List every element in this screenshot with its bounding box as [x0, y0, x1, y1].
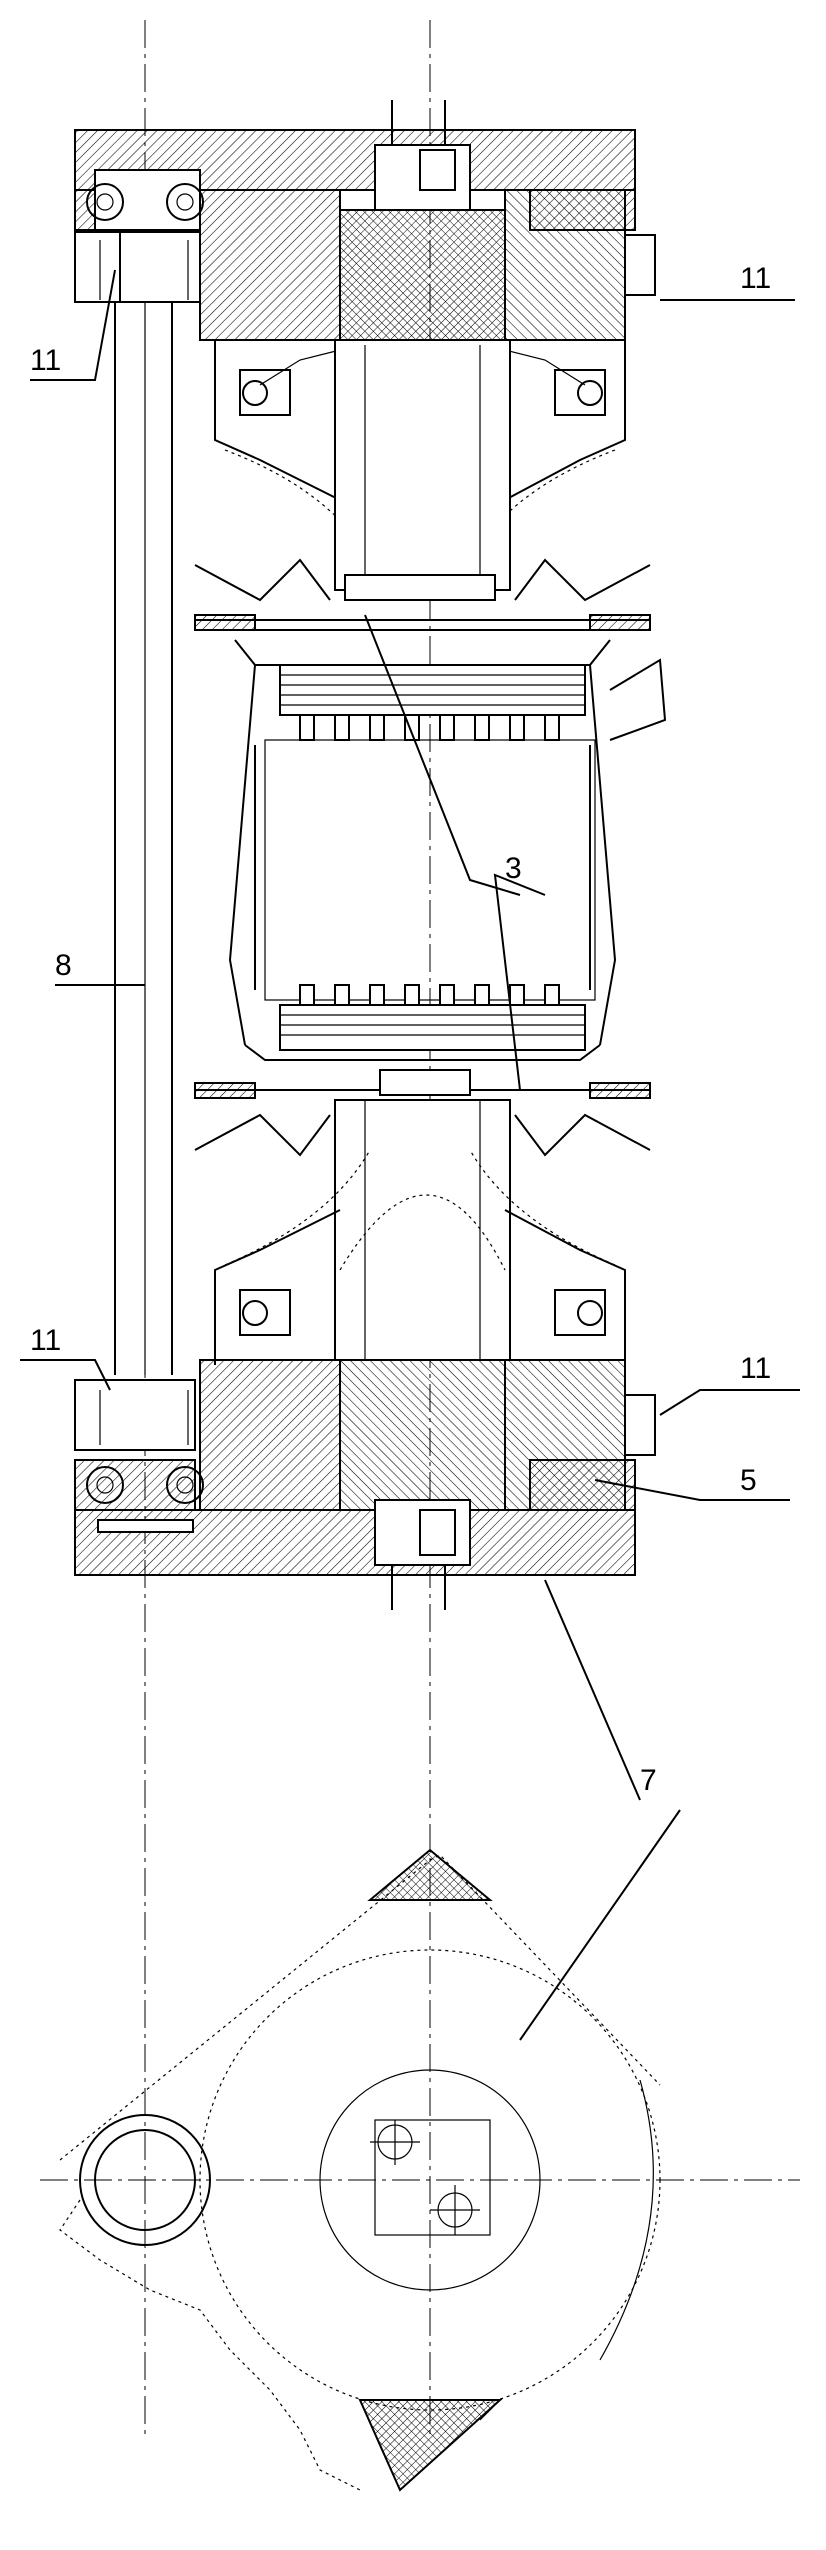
- label-11-top-left: 11: [30, 344, 61, 377]
- label-3: 3: [505, 852, 522, 885]
- label-5: 5: [740, 1464, 757, 1497]
- side-view: [60, 1850, 660, 2490]
- label-11-top-right: 11: [740, 262, 771, 295]
- bottom-bearing-housing: [215, 1100, 625, 1365]
- label-7: 7: [640, 1764, 657, 1797]
- shaft-8: [115, 260, 172, 1375]
- label-11-bottom-left: 11: [30, 1324, 61, 1357]
- label-11-bottom-right: 11: [740, 1352, 771, 1385]
- label-8: 8: [55, 949, 72, 982]
- top-bearing-housing: [215, 340, 625, 600]
- bottom-frame: [75, 1360, 655, 1610]
